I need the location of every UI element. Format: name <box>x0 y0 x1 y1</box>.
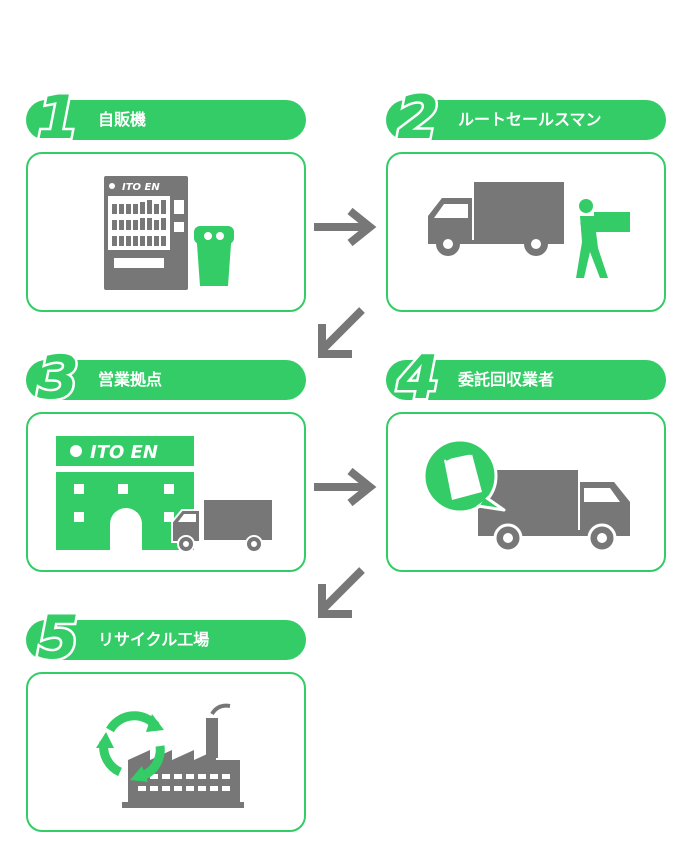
flow-arrow-4-5 <box>318 567 365 618</box>
step-number: 5 <box>35 603 82 673</box>
step-header <box>386 100 666 140</box>
step-header <box>26 620 306 660</box>
brand-logo-text: ITO EN <box>122 182 160 193</box>
brand-logo-text: ITO EN <box>90 442 158 463</box>
step-header <box>26 360 306 400</box>
recycling-factory-icon <box>96 703 244 808</box>
step-card: ITO EN <box>26 412 306 572</box>
flow-arrow-3-4 <box>314 467 377 507</box>
step-card: ITO EN <box>26 152 306 312</box>
step-label: ルートセールスマン <box>458 110 602 129</box>
step-card <box>26 672 306 832</box>
flow-arrow-2-3 <box>318 307 365 358</box>
step-card <box>386 152 666 312</box>
step-label: リサイクル工場 <box>98 630 210 649</box>
truck-and-carrier-icon <box>428 182 630 278</box>
step-number: 2 <box>395 83 442 153</box>
step-header <box>386 360 666 400</box>
vending-machine-icon: ITO EN <box>104 176 234 290</box>
step-number: 4 <box>395 343 442 413</box>
step-card <box>386 412 666 572</box>
step-label: 委託回収業者 <box>458 370 555 389</box>
collection-truck-icon <box>422 438 630 553</box>
step-label: 営業拠点 <box>98 370 163 389</box>
step-label: 自販機 <box>98 110 147 129</box>
step-number: 1 <box>35 83 82 153</box>
flow-arrow-1-2 <box>314 207 377 247</box>
step-number: 3 <box>35 343 82 413</box>
office-building-icon: ITO EN <box>56 436 272 553</box>
step-header <box>26 100 306 140</box>
